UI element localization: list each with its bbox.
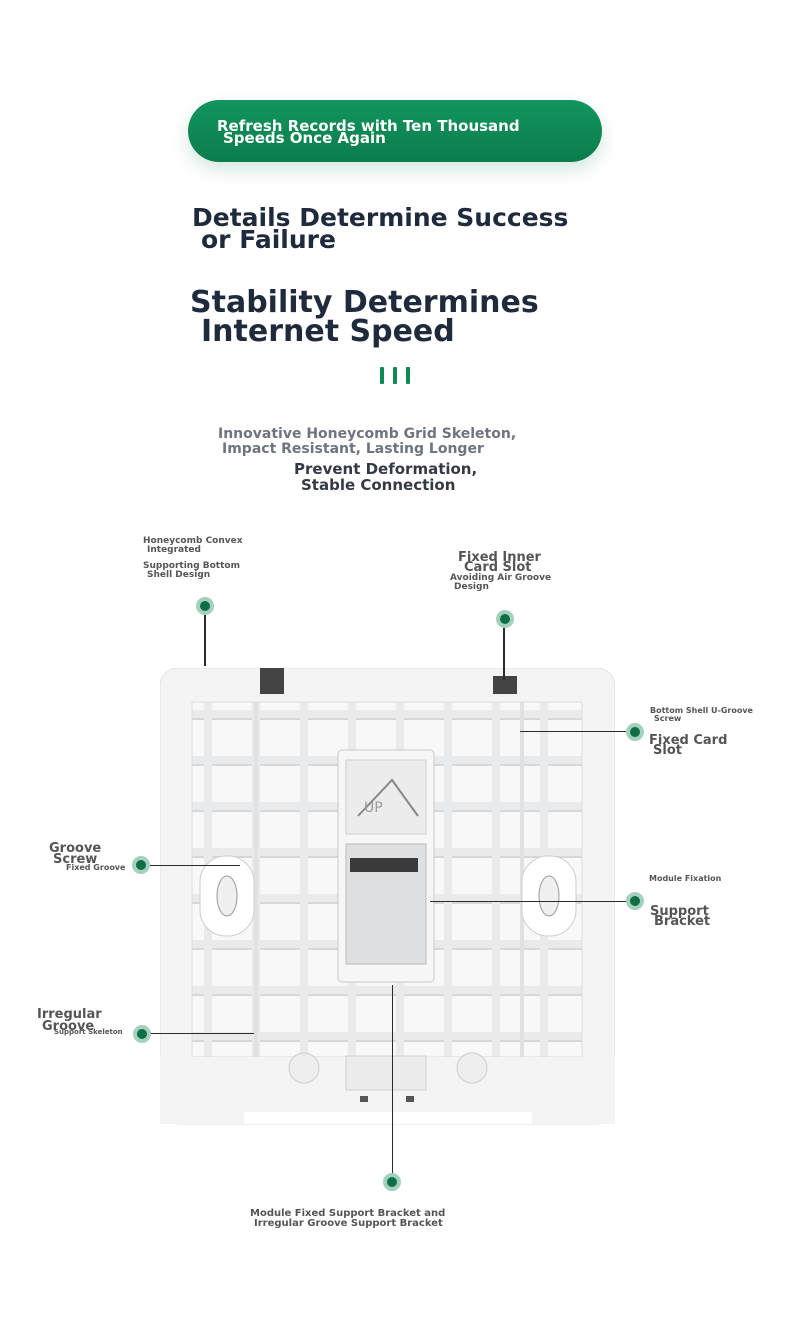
callout-dot — [133, 1025, 151, 1043]
groove-screw-title-1: Groove — [49, 841, 102, 856]
callout-dot — [626, 723, 644, 741]
honeycomb-label-3: Supporting Bottom — [143, 561, 240, 571]
callout-dot — [496, 610, 514, 628]
irregular-title-1: Irregular — [37, 1007, 102, 1022]
irregular-sub: Support Skeleton — [54, 1028, 123, 1036]
card-slot-sub-2: Design — [454, 582, 489, 592]
callout-dot — [196, 597, 214, 615]
u-groove-sub-2: Screw — [654, 714, 682, 723]
module-title-1: Support — [650, 904, 709, 919]
headline-2-line-2: Internet Speed — [201, 314, 455, 349]
u-groove-title-1: Fixed Card — [649, 733, 728, 748]
honeycomb-label-1: Honeycomb Convex — [143, 536, 243, 546]
u-groove-title-2: Slot — [653, 743, 682, 758]
up-marking: UP — [364, 800, 383, 816]
callout-dot — [383, 1173, 401, 1191]
card-slot-title-1: Fixed Inner — [458, 550, 541, 565]
bottom-shell-panel: UP — [160, 668, 615, 1125]
module-title-2: Bracket — [654, 914, 711, 929]
headline-banner: Refresh Records with Ten Thousand Speeds… — [188, 100, 602, 162]
feature-line-3: Prevent Deformation, — [294, 460, 478, 478]
groove-screw-sub: Fixed Groove — [66, 863, 126, 872]
banner-line-2: Speeds Once Again — [223, 129, 386, 147]
callout-dot — [132, 856, 150, 874]
feature-line-4: Stable Connection — [301, 476, 456, 494]
u-groove-sub-1: Bottom Shell U-Groove — [650, 706, 753, 715]
headline-1-line-2: or Failure — [201, 225, 336, 254]
banner-line-1: Refresh Records with Ten Thousand — [217, 117, 520, 135]
bottom-label-1: Module Fixed Support Bracket and — [250, 1208, 446, 1219]
headline-1-line-1: Details Determine Success — [192, 203, 569, 232]
irregular-title-2: Groove — [42, 1019, 95, 1034]
bottom-label-2: Irregular Groove Support Bracket — [254, 1218, 443, 1229]
headline-2-line-1: Stability Determines — [190, 285, 539, 320]
card-slot-sub-1: Avoiding Air Groove — [450, 573, 552, 583]
module-sub: Module Fixation — [649, 874, 722, 883]
feature-line-2: Impact Resistant, Lasting Longer — [222, 441, 484, 457]
groove-screw-title-2: Screw — [53, 852, 98, 867]
card-slot-title-2: Card Slot — [464, 560, 532, 575]
honeycomb-label-2: Integrated — [147, 545, 201, 555]
feature-line-1: Innovative Honeycomb Grid Skeleton, — [218, 426, 517, 442]
honeycomb-label-4: Shell Design — [147, 570, 211, 580]
callout-dot — [626, 892, 644, 910]
